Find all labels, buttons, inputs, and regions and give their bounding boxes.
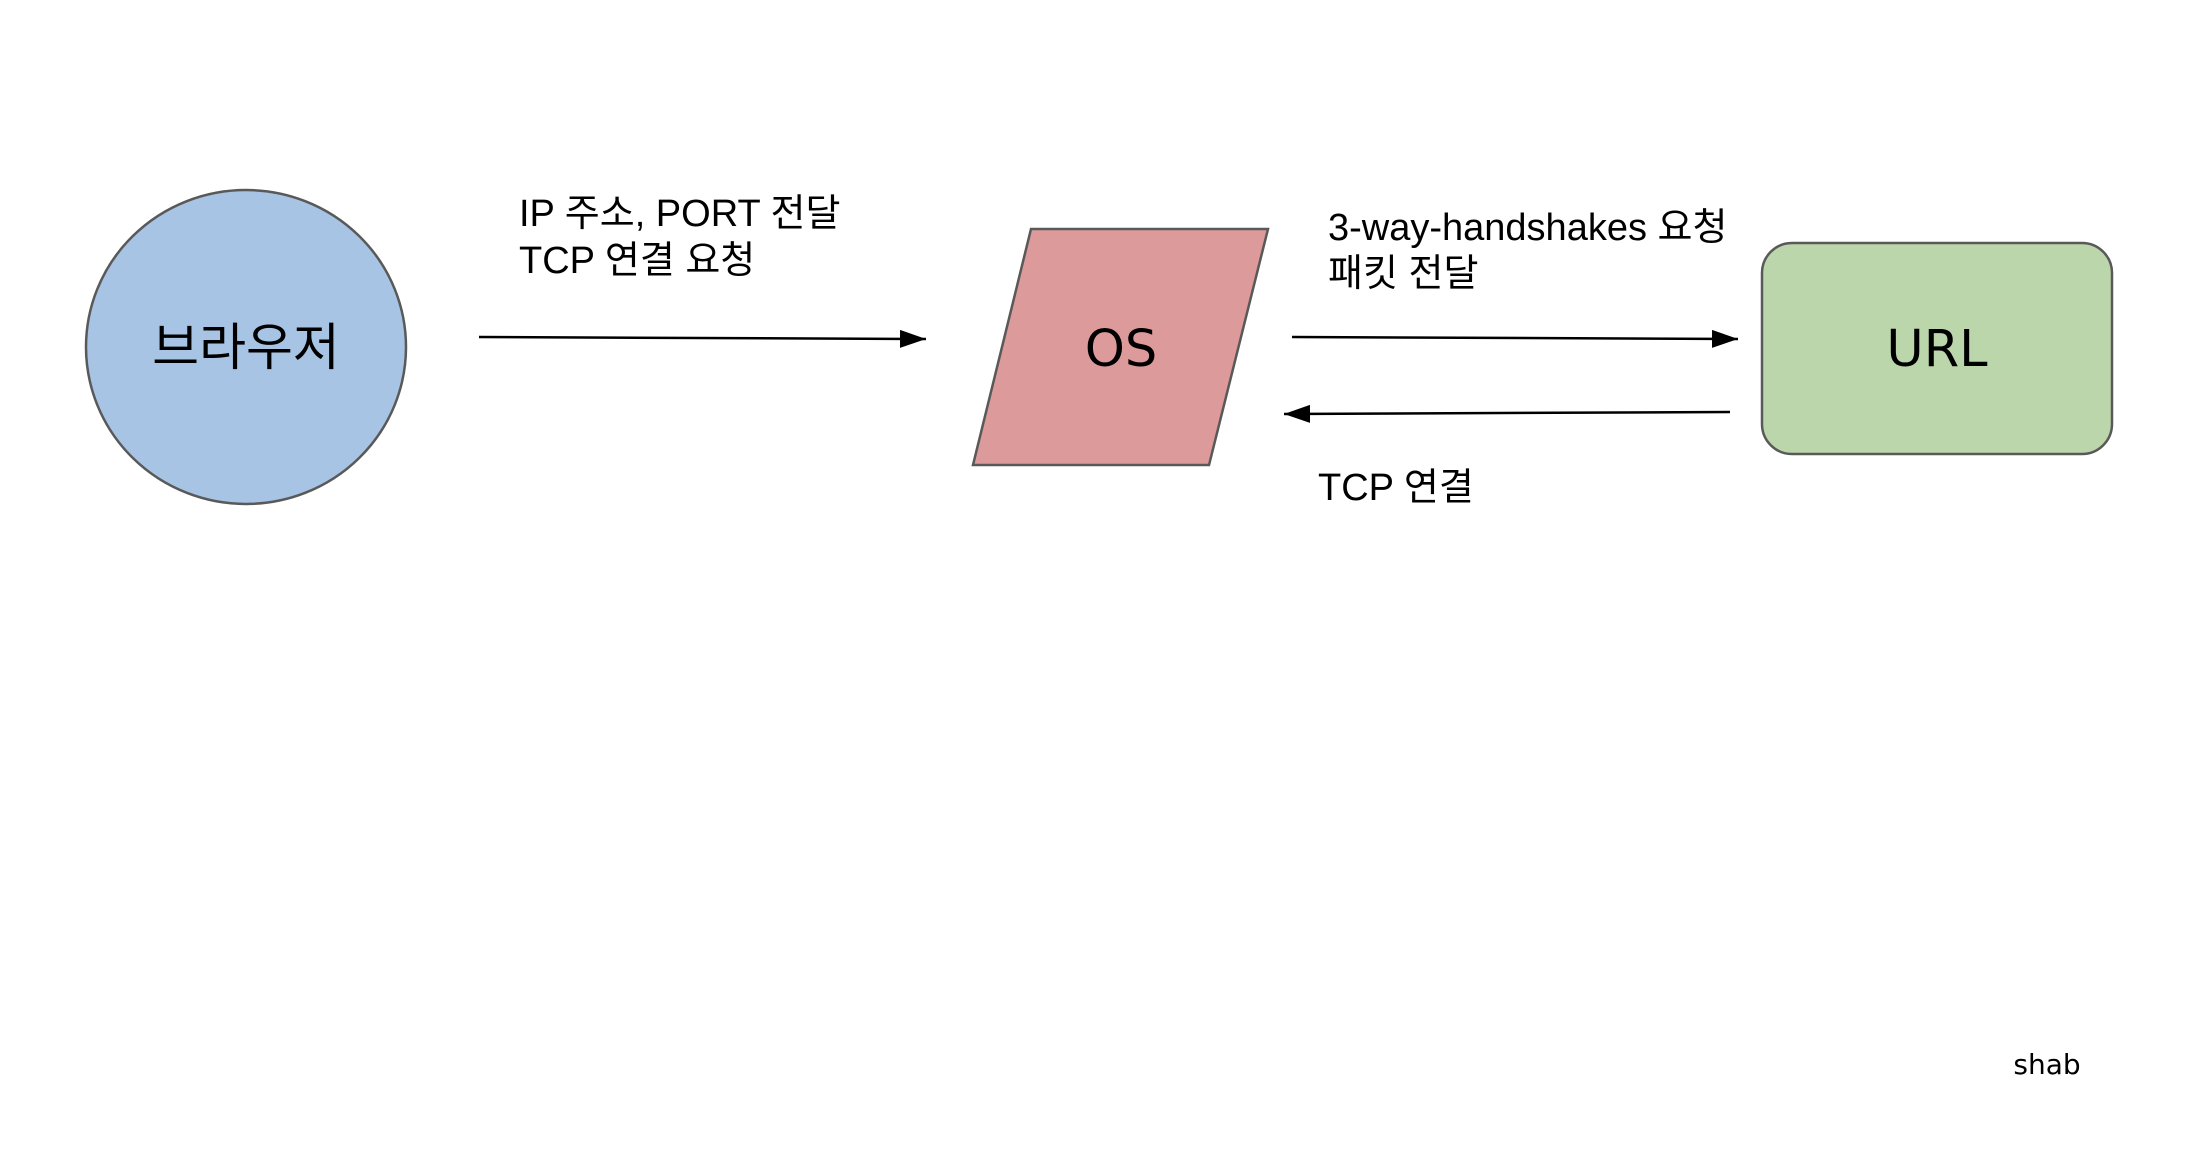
edge-browser-to-os: IP 주소, PORT 전달 TCP 연결 요청 (478, 193, 927, 348)
browser-node[interactable]: 브라우저 (84, 188, 408, 506)
url-node[interactable]: URL (1760, 241, 2114, 456)
signature-text: shab (2013, 1048, 2080, 1081)
arrow-os-to-url (1291, 329, 1739, 348)
edge-url-to-os: TCP 연결 (1283, 404, 1731, 509)
url-label: URL (1886, 320, 1988, 379)
edge-label-tcp-request: TCP 연결 요청 (519, 240, 755, 282)
arrow-browser-to-os (478, 329, 927, 348)
browser-circle (84, 188, 408, 506)
edge-os-to-url: 3-way-handshakes 요청 패킷 전달 (1291, 207, 1739, 348)
os-node[interactable]: OS (971, 227, 1270, 467)
arrow-url-to-os (1283, 404, 1731, 423)
edge-label-handshake: 3-way-handshakes 요청 (1328, 207, 1727, 249)
browser-label: 브라우저 (152, 319, 340, 378)
os-parallelogram (971, 227, 1270, 467)
edge-label-packet: 패킷 전달 (1328, 253, 1478, 295)
os-label: OS (1085, 320, 1158, 379)
edge-label-ip-port: IP 주소, PORT 전달 (519, 193, 840, 235)
url-rounded-rect (1760, 241, 2114, 456)
edge-label-tcp-connect: TCP 연결 (1318, 467, 1474, 509)
